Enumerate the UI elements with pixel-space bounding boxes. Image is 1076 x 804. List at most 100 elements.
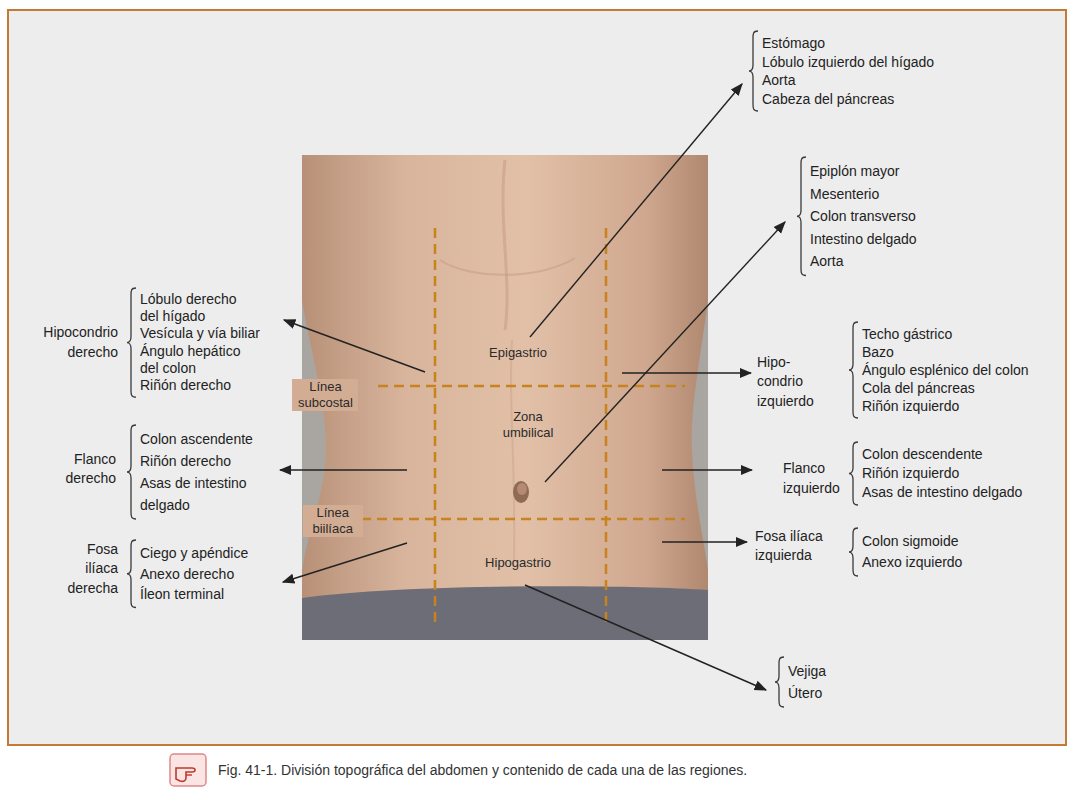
region-heading: Hipocondrio derecho xyxy=(38,323,118,362)
curly-bracket xyxy=(126,424,138,520)
dashed-line xyxy=(378,385,685,388)
content-group: Fosa ilíaca izquierdaColon sigmoideAnexo… xyxy=(848,527,962,577)
bracket-path xyxy=(797,157,806,276)
organ-item: Íleon terminal xyxy=(140,584,248,605)
leader-arrow xyxy=(622,372,751,373)
region-heading: Flanco derecho xyxy=(56,450,116,489)
region-heading: Hipo- condrio izquierdo xyxy=(757,353,817,412)
icon-box xyxy=(170,754,206,786)
figure-frame xyxy=(8,10,1066,745)
organ-item: Vejiga xyxy=(788,660,826,682)
organ-item: Colon descendente xyxy=(862,445,1022,464)
content-group: VejigaÚtero xyxy=(774,656,826,708)
navel-inner xyxy=(517,483,527,495)
organ-item: Intestino delgado xyxy=(810,228,917,251)
hand-icon xyxy=(186,774,192,775)
region-heading: Fosa ilíaca izquierda xyxy=(755,527,835,566)
curly-bracket xyxy=(126,287,138,398)
curly-bracket xyxy=(848,441,860,506)
organ-item: Cola del páncreas xyxy=(862,379,1029,397)
bracket-path xyxy=(749,31,758,111)
organ-item: Aorta xyxy=(810,250,917,273)
organ-item: Riñón derecho xyxy=(140,377,260,394)
curly-bracket xyxy=(748,30,760,112)
organ-item: Colon ascendente xyxy=(140,428,270,450)
organ-item: Colon sigmoide xyxy=(862,531,962,552)
organ-item: Asas de intestino delgado xyxy=(140,472,270,516)
organ-item: Útero xyxy=(788,682,826,704)
organ-item: Vesícula y vía biliar xyxy=(140,325,260,342)
bracket-path xyxy=(849,442,858,505)
organ-item: Anexo izquierdo xyxy=(862,552,962,573)
leader-arrow xyxy=(283,543,407,582)
content-group: Epiplón mayorMesenterioColon transversoI… xyxy=(796,156,917,277)
region-heading: Flanco izquierdo xyxy=(783,459,843,498)
curly-bracket xyxy=(126,539,138,609)
region-label: Línea biilíaca xyxy=(303,505,363,537)
bracket-path xyxy=(849,322,858,418)
leader-arrows xyxy=(280,84,785,690)
bracket-path xyxy=(775,657,784,707)
bracket-path xyxy=(127,288,136,397)
leader-arrow xyxy=(280,469,407,470)
content-group: Hipocondrio derechoLóbulo derecho del hí… xyxy=(126,287,260,398)
waistband xyxy=(302,586,708,640)
organ-item: Ciego y apéndice xyxy=(140,543,248,564)
content-group: Fosa ilíaca derechaCiego y apéndiceAnexo… xyxy=(126,539,248,609)
organ-item: Lóbulo derecho del hígado xyxy=(140,291,252,325)
region-label: Zona umbilical xyxy=(493,409,563,441)
organ-item: Cabeza del páncreas xyxy=(762,90,934,109)
bracket-path xyxy=(849,528,858,576)
region-label: Línea subcostal xyxy=(292,379,358,411)
content-group: Hipo- condrio izquierdoTecho gástricoBaz… xyxy=(848,321,1029,419)
dashed-line xyxy=(605,228,608,625)
hand-icon xyxy=(176,768,195,781)
leader-arrow xyxy=(662,469,752,470)
content-group: Flanco derechoColon ascendenteRiñón dere… xyxy=(126,424,270,520)
curly-bracket xyxy=(848,321,860,419)
content-group: EstómagoLóbulo izquierdo del hígadoAorta… xyxy=(748,30,934,112)
dashed-line xyxy=(345,518,685,521)
dashed-line xyxy=(434,228,437,625)
organ-item: Colon transverso xyxy=(810,205,917,228)
navel xyxy=(513,481,529,503)
region-label: Epigastrio xyxy=(473,345,563,361)
organ-item: Riñón izquierdo xyxy=(862,397,1029,415)
organ-item: Aorta xyxy=(762,71,934,90)
organ-item: Techo gástrico xyxy=(862,325,1029,343)
region-label: Hipogastrio xyxy=(473,555,563,571)
organ-item: Riñón izquierdo xyxy=(862,464,1022,483)
caption-icon xyxy=(170,754,206,786)
organ-item: Ángulo hepático del colon xyxy=(140,343,252,377)
leader-arrow xyxy=(530,84,742,337)
region-heading: Fosa ilíaca derecha xyxy=(58,540,118,599)
sternum-shade xyxy=(503,160,507,330)
organ-item: Bazo xyxy=(862,343,1029,361)
leader-arrow xyxy=(525,585,766,690)
linea-alba-shade xyxy=(511,340,514,560)
organ-item: Mesenterio xyxy=(810,183,917,206)
figure-caption: Fig. 41-1. División topográfica del abdo… xyxy=(218,762,747,778)
organ-item: Estómago xyxy=(762,34,934,53)
bracket-path xyxy=(127,425,136,519)
leader-arrow xyxy=(545,222,785,482)
organ-item: Anexo derecho xyxy=(140,564,248,585)
curly-bracket xyxy=(796,156,808,277)
organ-item: Asas de intestino delgado xyxy=(862,483,1022,502)
curly-bracket xyxy=(774,656,786,708)
leader-arrow xyxy=(284,320,425,372)
organ-item: Epiplón mayor xyxy=(810,160,917,183)
curly-bracket xyxy=(848,527,860,577)
torso-photo xyxy=(302,155,708,640)
content-group: Flanco izquierdoColon descendenteRiñón i… xyxy=(848,441,1022,506)
organ-item: Lóbulo izquierdo del hígado xyxy=(762,53,934,72)
leader-arrow xyxy=(662,541,747,542)
organ-item: Riñón derecho xyxy=(140,450,270,472)
torso-skin xyxy=(302,155,708,640)
organ-item: Ángulo esplénico del colon xyxy=(862,361,1029,379)
region-dashed-lines xyxy=(345,228,685,625)
bracket-path xyxy=(127,540,136,608)
photo-background xyxy=(302,155,708,640)
rib-shade xyxy=(440,258,575,275)
